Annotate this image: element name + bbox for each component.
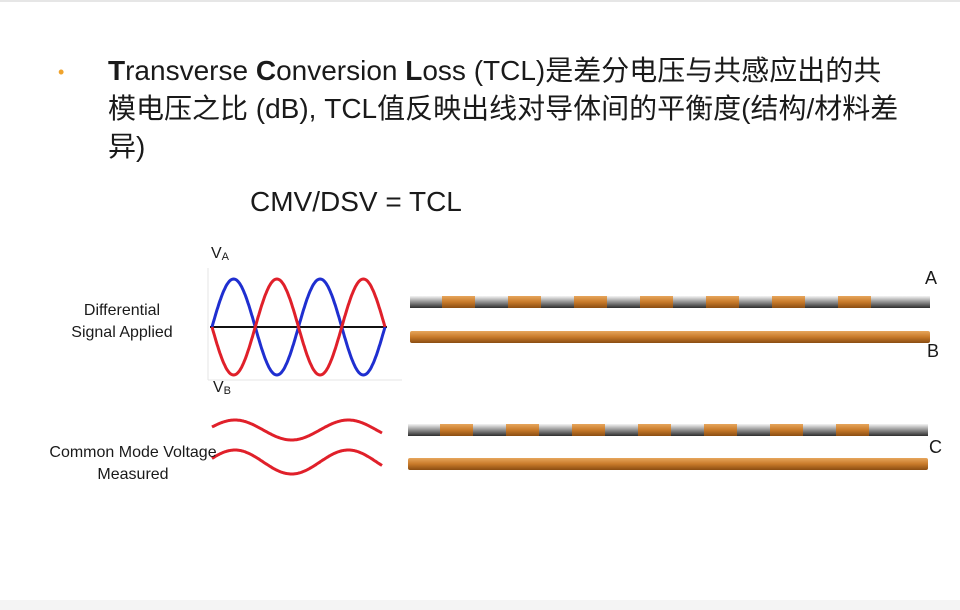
differential-label-line2: Signal Applied xyxy=(71,324,173,341)
bullet-segment: ransverse xyxy=(125,55,256,86)
common-mode-label: Common Mode Voltage Measured xyxy=(30,442,236,486)
conductor-b xyxy=(410,331,930,343)
conductor-copper-segment xyxy=(442,296,475,308)
bullet-text: Transverse Conversion Loss (TCL)是差分电压与共感… xyxy=(108,52,908,166)
differential-label: Differential Signal Applied xyxy=(52,300,192,344)
conductor-copper-segment xyxy=(706,296,739,308)
label-b: B xyxy=(927,341,940,361)
bullet-segment: onversion xyxy=(276,55,406,86)
vb-label: VB xyxy=(213,379,231,397)
common-mode-label-line2: Measured xyxy=(97,466,169,483)
bullet-segment: C xyxy=(255,55,277,86)
label-c: C xyxy=(929,437,942,457)
common-mode-wave-upper xyxy=(211,418,383,442)
bullet-segment: T xyxy=(108,55,126,86)
common-mode-label-line1: Common Mode Voltage xyxy=(49,444,217,461)
conductor-c-lower xyxy=(408,458,928,470)
conductor-copper-segment xyxy=(772,296,805,308)
va-label-main: V xyxy=(211,245,222,262)
va-label-sub: A xyxy=(221,251,230,263)
conductor-copper-segment xyxy=(838,296,871,308)
vb-label-sub: B xyxy=(223,385,232,397)
conductor-copper-segment xyxy=(770,424,803,436)
bullet-marker: • xyxy=(58,62,65,82)
conductor-copper-segment xyxy=(440,424,473,436)
bottom-bar xyxy=(0,600,960,610)
conductor-copper-segment xyxy=(506,424,539,436)
formula: CMV/DSV = TCL xyxy=(250,186,462,217)
common-mode-wave-lower xyxy=(211,448,383,476)
va-label: VA xyxy=(211,245,229,263)
conductor-copper-segment xyxy=(572,424,605,436)
conductor-copper-segment xyxy=(508,296,541,308)
bullet-segment: oss (TCL)是差分电压与共感应出的共模电压之比 (dB), TCL值反映出… xyxy=(108,55,899,162)
conductor-copper-segment xyxy=(638,424,671,436)
top-bar xyxy=(0,0,960,2)
conductor-copper-segment xyxy=(640,296,673,308)
conductor-copper-segment xyxy=(836,424,869,436)
bullet-segment: L xyxy=(405,55,423,86)
conductor-c-upper xyxy=(408,424,928,436)
differential-label-line1: Differential xyxy=(83,302,161,319)
oscilloscope-frame xyxy=(207,268,402,381)
label-a: A xyxy=(925,268,938,288)
wave-vb xyxy=(210,277,387,377)
conductor-copper-segment xyxy=(704,424,737,436)
vb-label-main: V xyxy=(213,379,224,396)
conductor-copper-segment xyxy=(574,296,607,308)
conductor-a xyxy=(410,296,930,308)
